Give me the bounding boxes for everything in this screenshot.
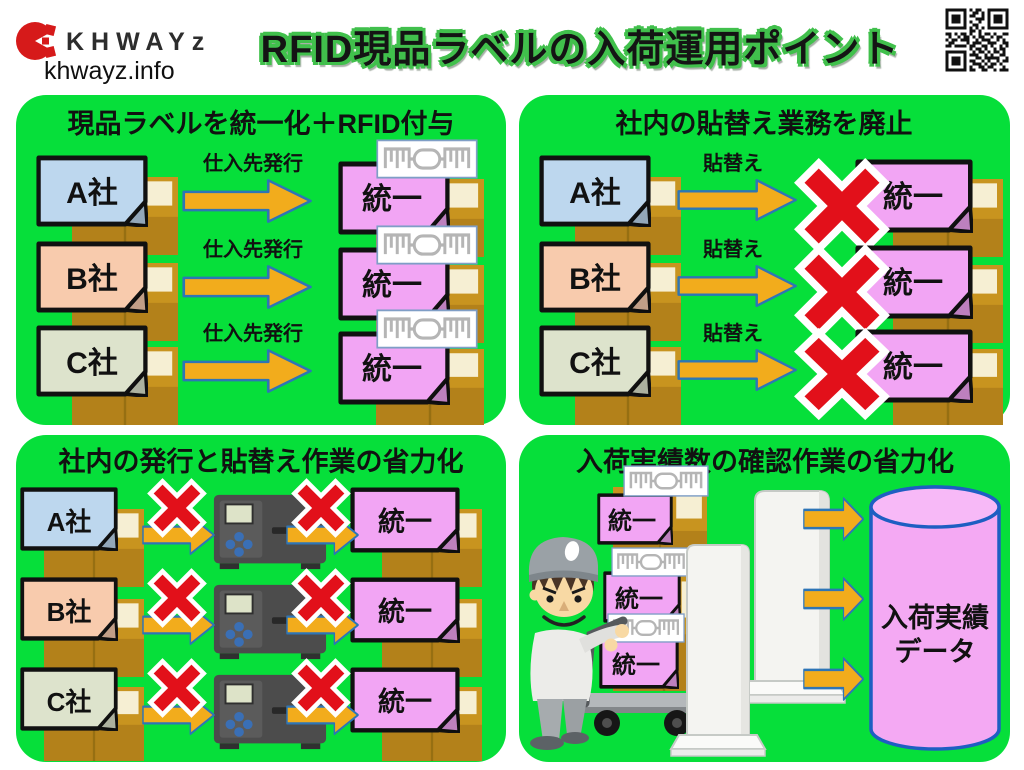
rfid-tag-icon <box>376 309 478 349</box>
qr-code-icon <box>944 7 1010 73</box>
site-url: khwayz.info <box>44 57 175 85</box>
unified-label-text: 統一 <box>883 351 943 384</box>
panel-title: 社内の発行と貼替え作業の省力化 <box>59 446 464 477</box>
worker-figure <box>528 537 629 750</box>
company-label-text: C社 <box>569 347 621 380</box>
panel-unify-canvas: 現品ラベルを統一化＋RFID付与 A社 仕入先発行 統一 B社 仕入先発行 <box>16 108 484 425</box>
unified-label-text: 統一 <box>378 686 432 717</box>
company-label-text: A社 <box>66 177 118 210</box>
rfid-tag-icon <box>611 547 691 577</box>
panel-print-canvas: 社内の発行と貼替え作業の省力化 A社 統一 B社 統一 <box>16 446 482 761</box>
abolish-row-b: B社 貼替え 統一 <box>542 237 1003 358</box>
panel-title: 社内の貼替え業務を廃止 <box>616 108 913 139</box>
panel-title: 現品ラベルを統一化＋RFID付与 <box>68 108 455 139</box>
company-label-text: B社 <box>66 263 118 296</box>
abolish-row-c: C社 貼替え 統一 <box>542 321 1003 425</box>
cart-label-1: 統一 <box>597 465 709 545</box>
unified-label-text: 統一 <box>608 507 656 535</box>
panel-scan-laborsave: 入荷実績数の確認作業の省力化 統一 統一 <box>519 435 1010 762</box>
arrow-label: 貼替え <box>703 237 763 261</box>
page-title: RFID現品ラベルの入荷運用ポイント <box>260 29 900 71</box>
cart-label-3: 統一 <box>599 613 685 689</box>
panel-print-laborsave: 社内の発行と貼替え作業の省力化 A社 統一 B社 統一 <box>16 435 506 762</box>
khwayz-logo-icon <box>16 22 62 60</box>
rfid-tag-icon <box>376 139 478 179</box>
gate-pillar-back <box>737 490 847 704</box>
company-label-text: B社 <box>569 263 621 296</box>
unified-label-text: 統一 <box>378 506 432 537</box>
company-label-text: B社 <box>47 597 92 627</box>
company-label-text: C社 <box>47 687 92 717</box>
unified-label-text: 統一 <box>612 651 660 679</box>
gate-pillar-front <box>669 544 767 757</box>
arrow-right-icon <box>182 264 312 310</box>
arrow-right-icon <box>182 348 312 394</box>
company-label-text: A社 <box>47 507 92 537</box>
panel-unify-labels: 現品ラベルを統一化＋RFID付与 A社 仕入先発行 統一 B社 仕入先発行 <box>16 95 506 425</box>
hand-cart <box>571 693 721 736</box>
database-label-line1: 入荷実績 <box>881 602 989 633</box>
arrow-label: 貼替え <box>703 151 763 175</box>
arrow-label: 仕入先発行 <box>202 151 303 175</box>
arrow-right-icon <box>677 264 797 308</box>
database-cylinder: 入荷実績 データ <box>869 485 1001 751</box>
unified-label-text: 統一 <box>378 596 432 627</box>
panel-abolish-canvas: 社内の貼替え業務を廃止 A社 貼替え 統一 B社 貼替え 統 <box>519 108 1003 425</box>
arrow-label: 貼替え <box>703 321 763 345</box>
arrow-label: 仕入先発行 <box>202 237 303 261</box>
print-row-c: C社 統一 <box>22 647 482 761</box>
cart-label-2: 統一 <box>603 547 691 623</box>
arrow-right-icon <box>677 178 797 222</box>
logo-wordmark: KHWAYz <box>66 28 212 56</box>
unify-row-a: A社 仕入先発行 統一 <box>39 139 484 257</box>
arrow-right-icon <box>182 178 312 224</box>
arrow-label: 仕入先発行 <box>202 321 303 345</box>
abolish-row-a: A社 貼替え 統一 <box>542 151 1003 272</box>
arrow-right-icon <box>677 348 797 392</box>
print-row-a: A社 統一 <box>22 467 482 587</box>
unified-label-text: 統一 <box>362 183 422 216</box>
company-label-text: C社 <box>66 347 118 380</box>
database-label-line2: データ <box>895 636 976 667</box>
unified-label-text: 統一 <box>615 585 663 613</box>
worker-cap <box>528 537 599 578</box>
unified-label-text: 統一 <box>883 181 943 214</box>
company-label-text: A社 <box>569 177 621 210</box>
rfid-tag-icon <box>623 465 709 497</box>
unify-row-b: B社 仕入先発行 統一 <box>39 225 484 343</box>
panel-scan-canvas: 入荷実績数の確認作業の省力化 統一 統一 <box>528 446 1001 757</box>
panel-abolish-relabel: 社内の貼替え業務を廃止 A社 貼替え 統一 B社 貼替え 統 <box>519 95 1010 425</box>
unified-label-text: 統一 <box>883 267 943 300</box>
unified-label-text: 統一 <box>362 269 422 302</box>
rfid-tag-icon <box>376 225 478 265</box>
unify-row-c: C社 仕入先発行 統一 <box>39 309 484 425</box>
print-row-b: B社 統一 <box>22 557 482 677</box>
unified-label-text: 統一 <box>362 353 422 386</box>
